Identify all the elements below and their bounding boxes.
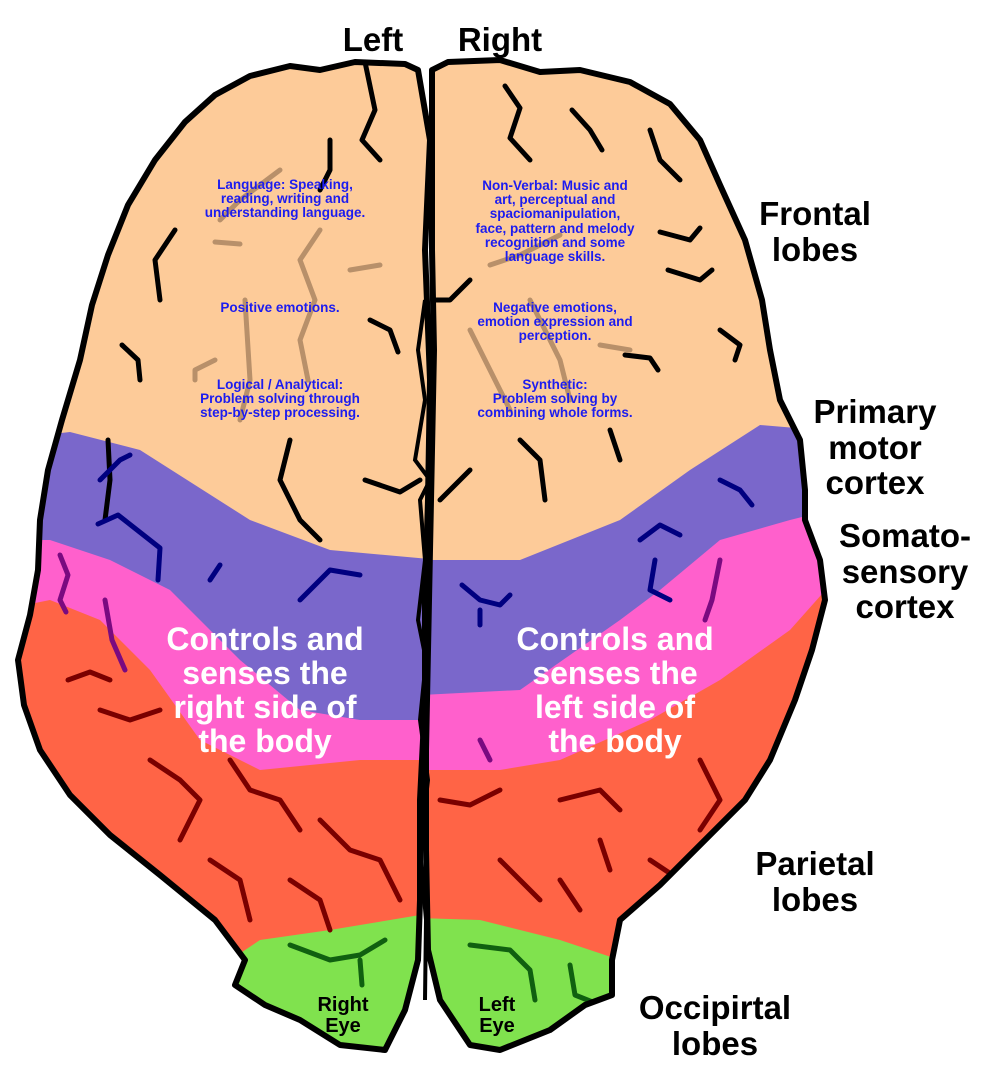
somato-folds-right	[477, 557, 723, 763]
synthetic-function-text: Synthetic: Problem solving by combining …	[477, 377, 633, 421]
frontal-folds-right-faded	[467, 232, 633, 413]
parietal-folds-left	[65, 669, 403, 933]
longitudinal-fissure	[412, 299, 433, 1001]
left-hemisphere-label: Left	[342, 21, 404, 58]
frontal-folds-right	[427, 83, 743, 503]
frontal-folds-left-faded	[192, 167, 383, 423]
somato-folds-left	[57, 552, 128, 673]
negative-emotions-text: Negative emotions, emotion expression an…	[477, 300, 633, 344]
occipital-lobes-label: Occipirtal lobes	[638, 989, 792, 1062]
right-eye-label: Right Eye	[317, 994, 369, 1037]
language-function-text: Language: Speaking, reading, writing and…	[204, 177, 366, 221]
motor-folds-left	[95, 452, 363, 603]
motor-folds-right	[459, 477, 755, 628]
primary-motor-cortex-label: Primary motor cortex	[813, 393, 937, 502]
right-hemisphere-label: Right	[457, 21, 543, 58]
left-controls-text: Controls and senses the right side of th…	[166, 621, 364, 759]
left-hemisphere	[18, 62, 430, 1050]
positive-emotions-text: Positive emotions.	[220, 300, 340, 315]
frontal-folds-left	[102, 62, 423, 543]
parietal-folds-right	[437, 757, 723, 913]
parietal-lobes-label: Parietal lobes	[755, 845, 875, 918]
occipital-folds-left	[287, 937, 388, 988]
frontal-lobes-label: Frontal lobes	[759, 195, 871, 268]
right-controls-text: Controls and senses the left side of the…	[516, 621, 714, 759]
left-eye-label: Left Eye	[478, 994, 516, 1037]
logical-analytical-text: Logical / Analytical: Problem solving th…	[200, 377, 360, 421]
somatosensory-cortex-label: Somato- sensory cortex	[839, 517, 971, 626]
non-verbal-function-text: Non-Verbal: Music and art, perceptual an…	[475, 178, 635, 264]
